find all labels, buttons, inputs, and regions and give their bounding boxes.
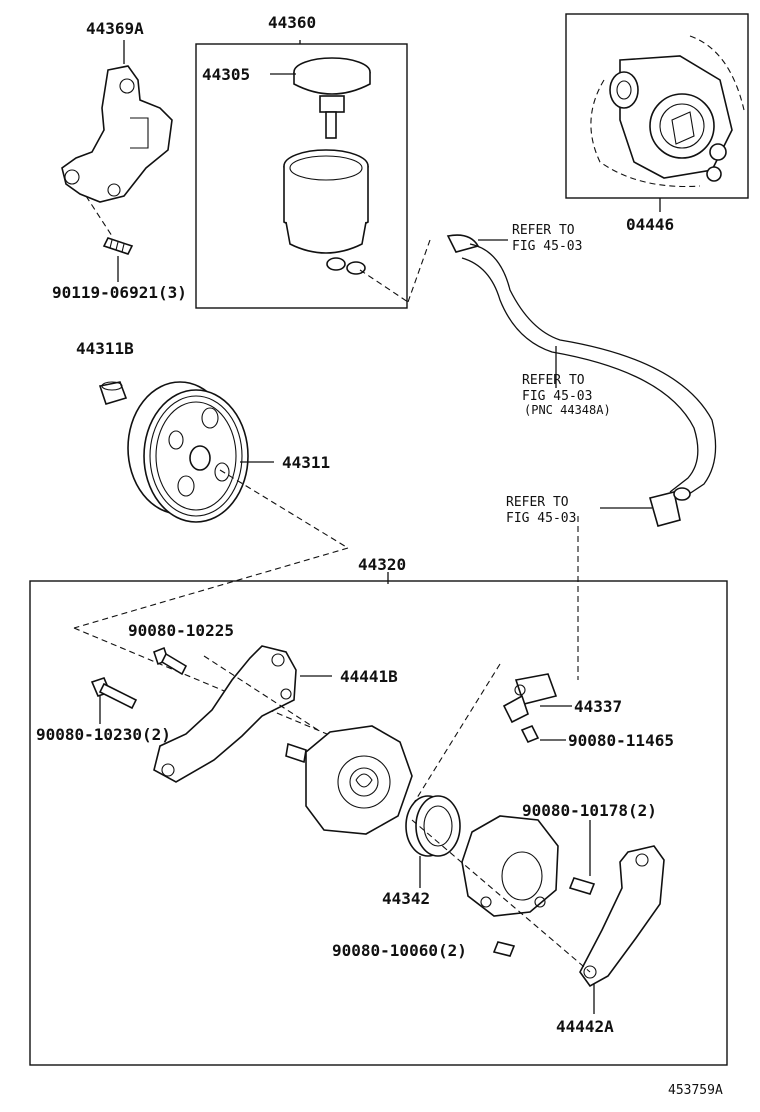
bolt-90080-10230 <box>90 677 138 710</box>
bolt-90080-10225 <box>153 646 188 676</box>
refer-text-1a: REFER TO <box>512 223 575 238</box>
label-44360: 44360 <box>268 13 316 32</box>
label-44337: 44337 <box>574 697 622 716</box>
pump-body <box>285 725 413 835</box>
label-44369A: 44369A <box>86 19 144 38</box>
bracket-44442A <box>579 845 665 988</box>
reservoir-cap-44305 <box>293 57 371 139</box>
label-04446: 04446 <box>626 215 674 234</box>
seal-44342 <box>405 795 461 857</box>
pulley-44311 <box>127 381 249 523</box>
label-90080-10230: 90080-10230(2) <box>36 725 171 744</box>
refer-text-2b: FIG 45-03 <box>522 389 592 404</box>
refer-text-2c: (PNC 44348A) <box>524 403 611 417</box>
pump-assembly-box <box>29 580 728 1066</box>
nut-44311B <box>98 381 128 405</box>
bolt-90080-11465 <box>520 724 540 744</box>
label-90119-06921: 90119-06921(3) <box>52 283 187 302</box>
bolt-90080-10178 <box>568 877 596 895</box>
bolt-90119 <box>102 237 134 255</box>
refer-text-3b: FIG 45-03 <box>506 511 576 526</box>
label-44442A: 44442A <box>556 1017 614 1036</box>
label-44441B: 44441B <box>340 667 398 686</box>
label-90080-10225: 90080-10225 <box>128 621 234 640</box>
hose-line <box>446 234 717 527</box>
reservoir-box <box>195 43 408 309</box>
label-44342: 44342 <box>382 889 430 908</box>
union-44337 <box>502 673 558 724</box>
gasket-kit-box <box>565 13 749 199</box>
reservoir-tank <box>283 149 369 275</box>
label-44311: 44311 <box>282 453 330 472</box>
label-44305: 44305 <box>202 65 250 84</box>
figure-id: 453759A <box>668 1083 723 1098</box>
bracket-44441B <box>153 645 297 783</box>
refer-text-3a: REFER TO <box>506 495 569 510</box>
label-90080-10060: 90080-10060(2) <box>332 941 467 960</box>
refer-text-1b: FIG 45-03 <box>512 239 582 254</box>
pump-cover <box>461 815 559 917</box>
label-90080-10178: 90080-10178(2) <box>522 801 657 820</box>
refer-text-2a: REFER TO <box>522 373 585 388</box>
label-44311B: 44311B <box>76 339 134 358</box>
bolt-90080-10060 <box>492 941 516 957</box>
label-44320: 44320 <box>358 555 406 574</box>
gasket-kit-04446 <box>590 35 745 188</box>
label-90080-11465: 90080-11465 <box>568 731 674 750</box>
bracket-44369A <box>61 65 173 203</box>
